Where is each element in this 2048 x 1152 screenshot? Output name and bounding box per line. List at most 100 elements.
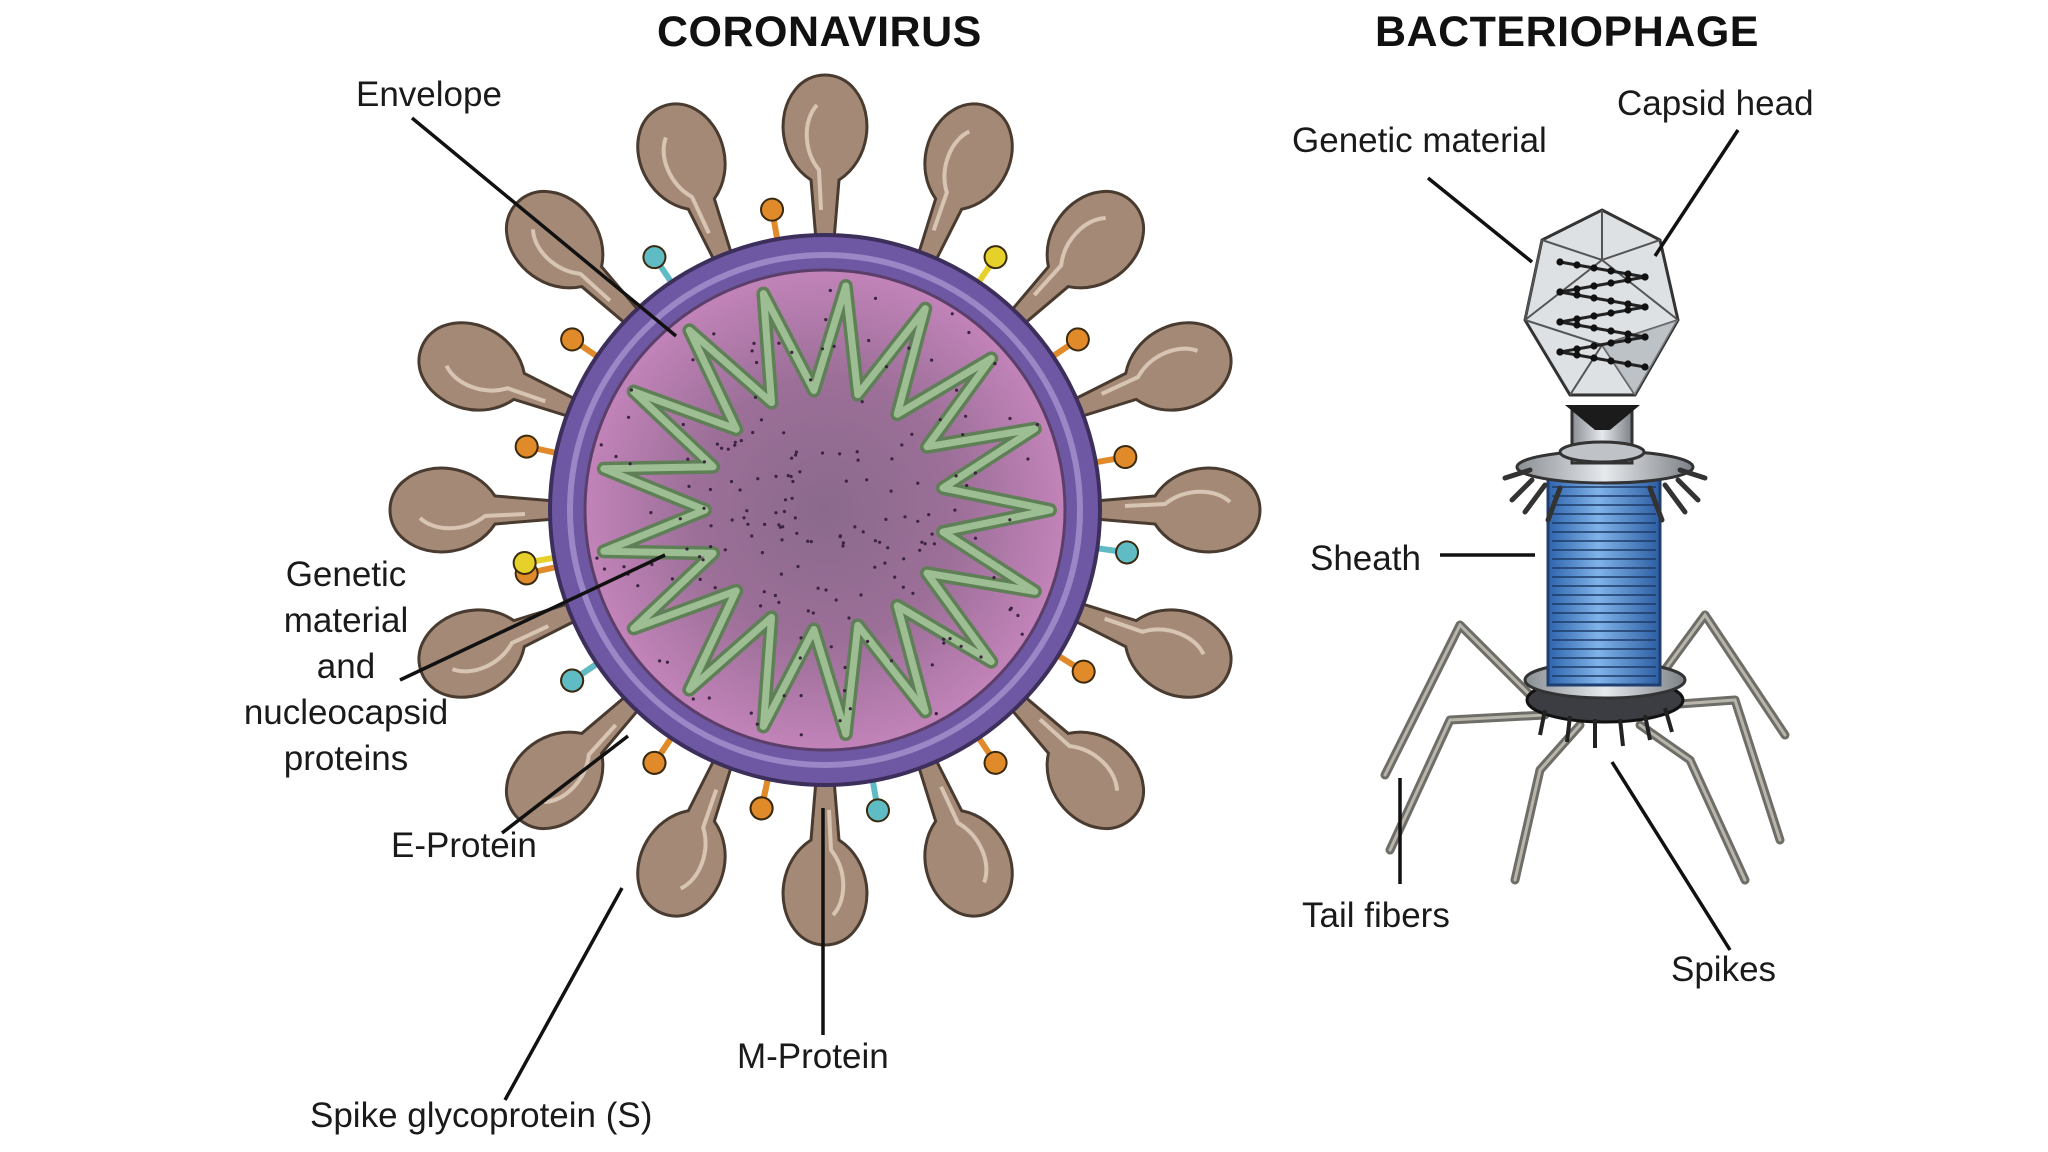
spike-highlight: [804, 103, 823, 211]
stipple-dot: [884, 517, 888, 522]
stipple-dot: [964, 414, 968, 418]
envelope-label: Envelope: [356, 75, 502, 114]
spike-glycoprotein: [915, 102, 1014, 265]
stipple-dot: [938, 418, 942, 422]
stipple-dot: [890, 457, 894, 461]
phage-genetic-material-leader: [1426, 176, 1534, 264]
tail-fibers-highlight: [1383, 612, 1787, 882]
stipple-dot: [853, 525, 857, 529]
stipple-dot: [901, 585, 905, 589]
dna-bead: [1573, 315, 1581, 323]
spike-glycoprotein: [781, 778, 869, 947]
stipple-dot: [773, 593, 778, 598]
stipple-dot: [867, 338, 871, 343]
dna-bead: [1624, 360, 1632, 368]
stipple-dot: [838, 719, 842, 723]
stipple-dot: [629, 388, 634, 392]
spike-glycoprotein-leader: [503, 887, 624, 1101]
stipple-dot: [959, 644, 963, 648]
stipple-dot: [723, 548, 727, 552]
dna-bead: [1624, 270, 1632, 278]
stipple-dot: [749, 711, 753, 715]
spike-body: [417, 321, 580, 420]
tail-fiber: [1510, 720, 1585, 885]
stipple-dot: [930, 358, 934, 362]
coronavirus-leader-lines: [399, 116, 825, 1101]
bacteriophage-title: BACTERIOPHAGE: [1375, 8, 1759, 56]
stipple-dot: [953, 508, 957, 512]
bacteriophage-leader-lines: [1398, 129, 1740, 951]
spike-body: [636, 755, 735, 918]
interior-stipple: [595, 288, 1039, 737]
stipple-dot: [685, 547, 689, 551]
stipple-dot: [841, 541, 846, 545]
protein-head: [1115, 540, 1140, 565]
dna-bead: [1556, 348, 1564, 356]
m-protein-label: M-Protein: [737, 1037, 889, 1076]
coronavirus-title: CORONAVIRUS: [657, 8, 982, 56]
stipple-dot: [973, 471, 978, 475]
dna-bead: [1607, 357, 1615, 365]
base-spikes: [1538, 707, 1674, 748]
stipple-dot: [878, 540, 882, 544]
stipple-dot: [751, 430, 755, 435]
protein-head: [560, 327, 585, 352]
protein-head: [1071, 659, 1096, 684]
stipple-dot: [1016, 613, 1020, 618]
stipple-dot: [799, 733, 803, 737]
stipple-dot: [626, 415, 631, 419]
stipple-dot: [1026, 457, 1030, 461]
spike-body: [636, 102, 735, 265]
stipple-dot: [907, 346, 911, 350]
stipple-dot: [1008, 416, 1012, 421]
stipple-dot: [779, 572, 784, 576]
stipple-dot: [791, 479, 795, 484]
stipple-dot: [599, 443, 603, 447]
stipple-dot: [866, 639, 870, 644]
dna-bead: [1641, 273, 1649, 281]
stipple-dot: [848, 707, 852, 711]
e-protein-leader: [500, 734, 630, 835]
stipple-dot: [733, 443, 737, 447]
stipple-dot: [816, 586, 820, 590]
stipple-dot: [750, 349, 754, 353]
stipple-dot: [820, 347, 825, 351]
stipple-dot: [847, 616, 851, 620]
dna-bead: [1590, 324, 1598, 332]
stipple-dot: [873, 565, 877, 569]
protein-head: [514, 434, 539, 459]
stipple-dot: [614, 454, 618, 459]
spike-glycoprotein: [1070, 321, 1233, 420]
dna-bead: [1590, 342, 1598, 350]
stipple-dot: [665, 660, 670, 664]
stipple-dot: [658, 659, 662, 663]
stipple-dot: [708, 487, 713, 492]
spike-glycoprotein: [1093, 466, 1262, 554]
capsid-shadow: [1602, 320, 1678, 395]
spikes-leader: [1610, 761, 1732, 951]
genetic-material-label: Genetic material and nucleocapsid protei…: [243, 555, 449, 778]
stipple-dot: [979, 655, 983, 659]
stipple-dot: [954, 474, 958, 478]
stipple-dot: [965, 483, 969, 488]
stipple-dot: [820, 451, 825, 455]
stipple-dot: [712, 332, 716, 336]
spike-highlight: [1103, 616, 1206, 656]
stipple-dot: [930, 663, 934, 667]
dna-bead: [1641, 363, 1649, 371]
stipple-dot: [861, 530, 865, 534]
stipple-dot: [760, 551, 765, 555]
stipple-dot: [824, 588, 828, 592]
stipple-dot: [713, 586, 717, 590]
spike-body: [1007, 692, 1145, 830]
spike-body: [781, 73, 869, 242]
dna-bead: [1573, 285, 1581, 293]
stipple-dot: [777, 523, 781, 527]
phage-dna-beads: [1556, 258, 1649, 371]
stipple-dot: [993, 362, 997, 366]
capsid-head-leader: [1653, 129, 1740, 257]
dna-bead: [1573, 345, 1581, 353]
stipple-dot: [678, 517, 682, 521]
stipple-dot: [790, 456, 794, 460]
